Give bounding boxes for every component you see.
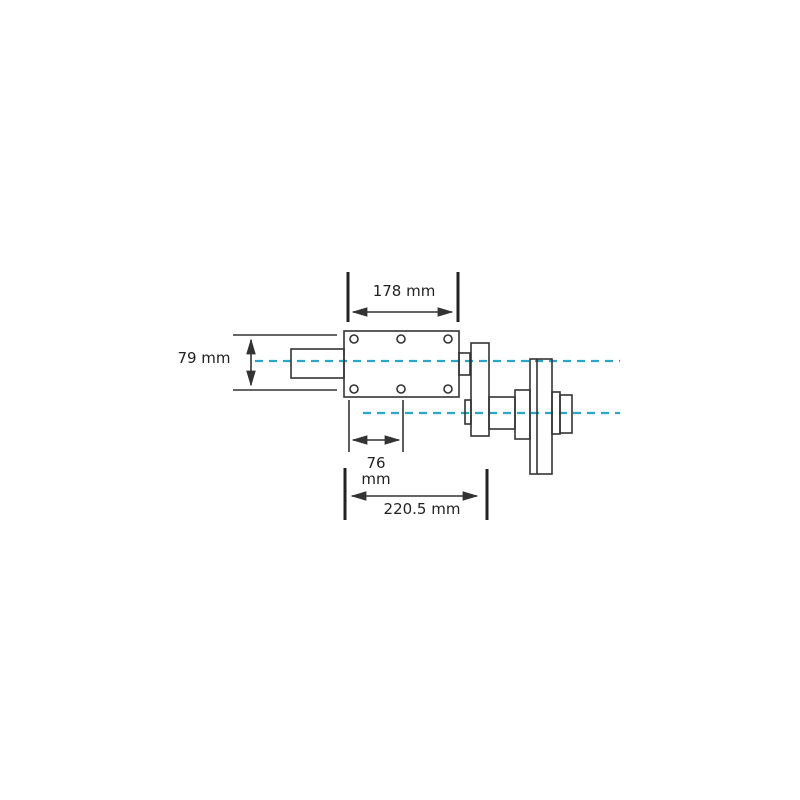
total-label: 220.5 mm bbox=[384, 500, 461, 518]
large-disc bbox=[529, 358, 553, 475]
right-hub bbox=[551, 391, 561, 435]
height-label: 79 mm bbox=[177, 349, 230, 367]
bolt-hole-icon bbox=[396, 334, 406, 344]
width-dimension: 178 mm bbox=[346, 272, 460, 322]
offset-label-value: 76 bbox=[366, 454, 385, 472]
bolt-hole-icon bbox=[396, 384, 406, 394]
offset-dimension: 76 mm bbox=[348, 400, 404, 488]
width-label: 178 mm bbox=[373, 282, 436, 300]
coupling-stub bbox=[458, 352, 471, 376]
bolt-holes bbox=[349, 334, 453, 394]
right-cap bbox=[559, 394, 573, 434]
bolt-hole-icon bbox=[349, 384, 359, 394]
height-dimension: 79 mm bbox=[177, 334, 337, 391]
input-shaft bbox=[290, 348, 345, 379]
bolt-hole-icon bbox=[349, 334, 359, 344]
total-dimension: 220.5 mm bbox=[343, 468, 489, 520]
hub bbox=[514, 389, 531, 440]
first-flange bbox=[470, 342, 490, 437]
bolt-hole-icon bbox=[443, 384, 453, 394]
gearbox-housing bbox=[343, 330, 460, 398]
offset-label-unit: mm bbox=[361, 470, 390, 488]
bolt-hole-icon bbox=[443, 334, 453, 344]
